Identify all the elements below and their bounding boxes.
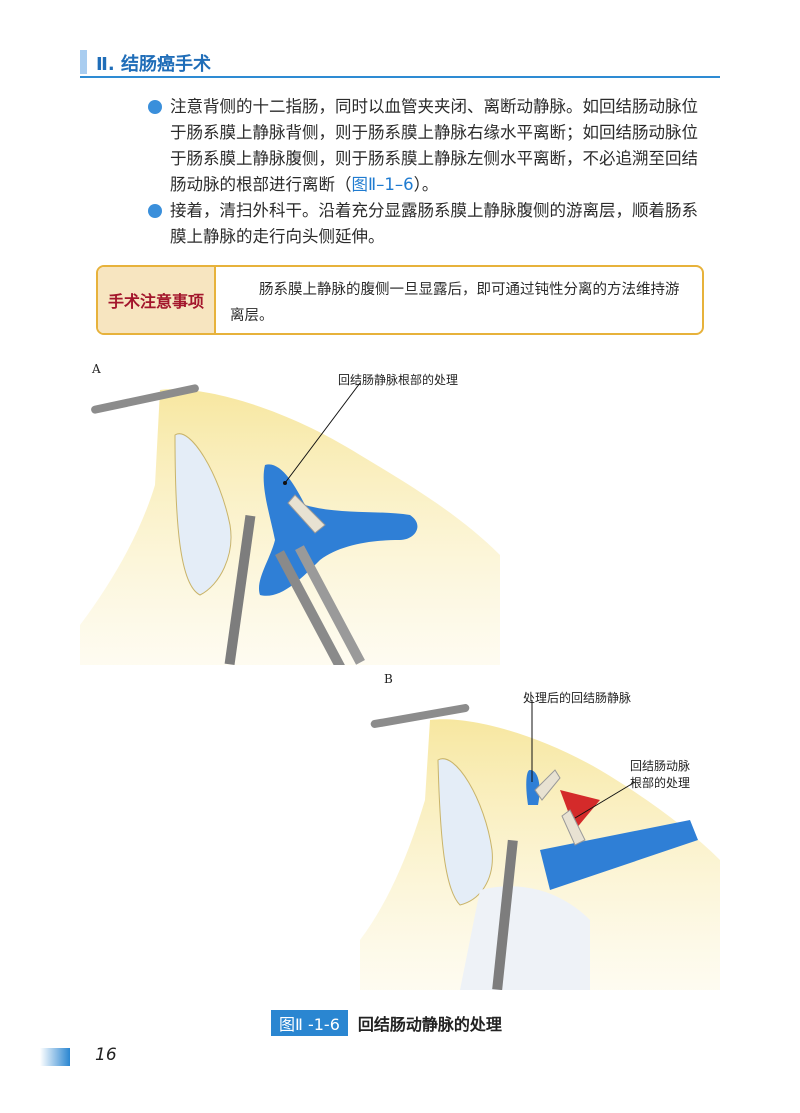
note-label: 手术注意事项 xyxy=(98,267,216,333)
panel-b-label: B xyxy=(384,672,393,686)
footer-accent-bar xyxy=(40,1048,70,1066)
header-accent-bar xyxy=(80,50,87,74)
panel-b-callout-vein: 处理后的回结肠静脉 xyxy=(523,691,632,705)
figure-caption-text: 回结肠动静脉的处理 xyxy=(357,1015,502,1034)
running-header: Ⅱ. 结肠癌手术 xyxy=(80,50,720,78)
header-title: Ⅱ. 结肠癌手术 xyxy=(96,54,211,75)
surgical-note-box: 手术注意事项 肠系膜上静脉的腹侧一旦显露后，即可通过钝性分离的方法维持游离层。 xyxy=(96,265,704,335)
bullet-icon xyxy=(148,100,162,114)
panel-b-callout-artery: 回结肠动脉 根部的处理 xyxy=(630,759,691,790)
bullet-icon xyxy=(148,204,162,218)
page-number: 16 xyxy=(95,1045,117,1065)
paragraph-2: 接着，清扫外科干。沿着充分显露肠系膜上静脉腹侧的游离层，顺着肠系膜上静脉的走行向… xyxy=(148,198,708,250)
figure-reference-link[interactable]: 图Ⅱ–1–6 xyxy=(351,175,414,194)
figure-caption: 图Ⅱ -1-6 回结肠动静脉的处理 xyxy=(271,1010,502,1036)
panel-a-label: A xyxy=(92,362,101,376)
note-text: 肠系膜上静脉的腹侧一旦显露后，即可通过钝性分离的方法维持游离层。 xyxy=(230,282,680,324)
panel-b-illustration xyxy=(360,700,720,990)
paragraph-1: 注意背侧的十二指肠，同时以血管夹夹闭、离断动静脉。如回结肠动脉位于肠系膜上静脉背… xyxy=(148,94,708,198)
panel-a-illustration xyxy=(80,382,500,665)
body-text: 注意背侧的十二指肠，同时以血管夹夹闭、离断动静脉。如回结肠动脉位于肠系膜上静脉背… xyxy=(148,94,708,250)
figure-number-tag: 图Ⅱ -1-6 xyxy=(271,1010,348,1036)
panel-a-callout: 回结肠静脉根部的处理 xyxy=(338,373,459,387)
